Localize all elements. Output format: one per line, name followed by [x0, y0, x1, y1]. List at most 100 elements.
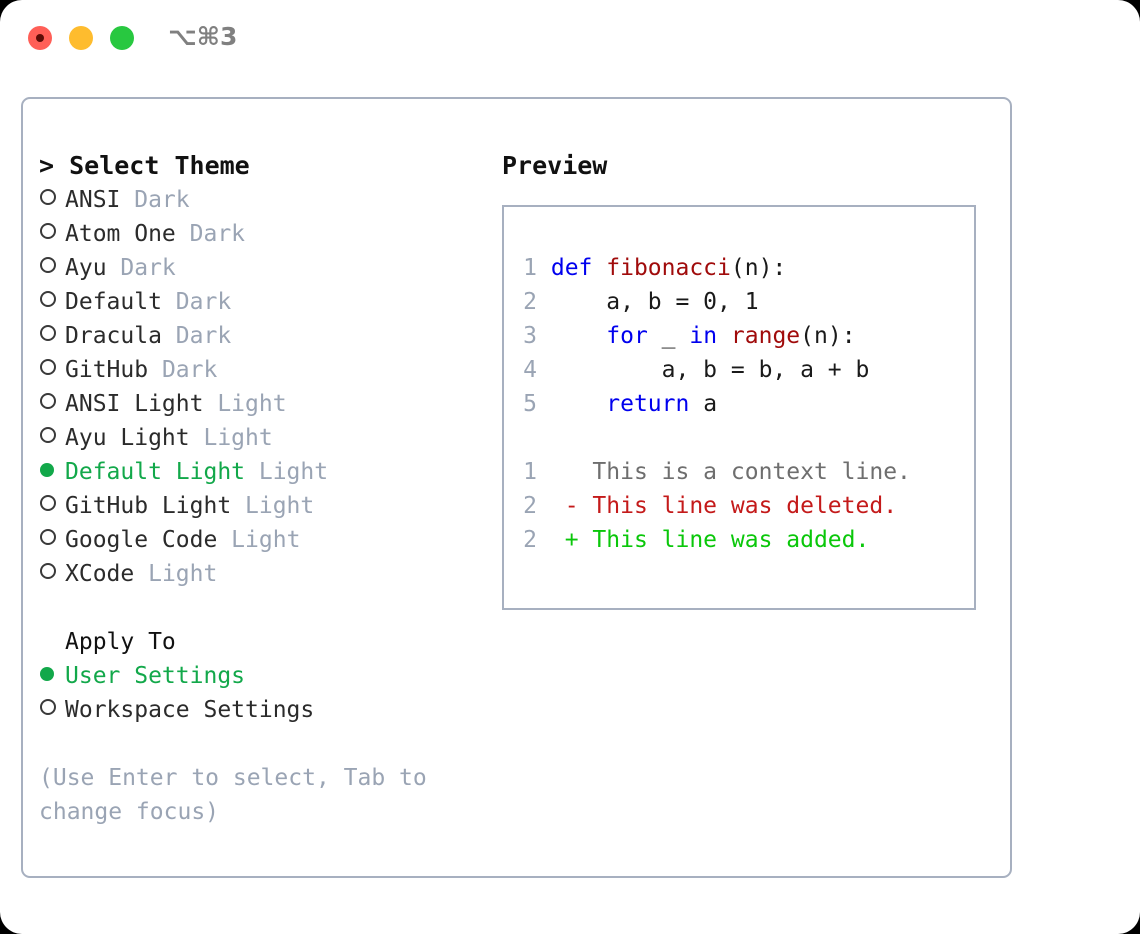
theme-option-label: XCode [65, 561, 135, 587]
theme-option-label: GitHub Light [65, 493, 232, 519]
radio-unselected-icon [39, 557, 65, 591]
maximize-window-button[interactable] [110, 26, 134, 50]
apply-to-option-user-settings[interactable]: User Settings [39, 659, 489, 693]
radio-unselected-icon [39, 183, 65, 217]
diff-line-text: This is a context line. [564, 459, 911, 485]
code-line: 2 a, b = 0, 1 [517, 285, 968, 319]
code-token: fibonacci [606, 255, 731, 281]
code-line-number: 1 [523, 255, 537, 281]
theme-list-header: > Select Theme [39, 151, 250, 180]
code-token: range [730, 323, 801, 349]
radio-unselected-icon [39, 353, 65, 387]
code-token: a [689, 391, 718, 417]
radio-unselected-icon [39, 489, 65, 523]
code-line-number: 3 [523, 323, 537, 349]
theme-option-mode-badge: Dark [161, 323, 232, 349]
theme-option-github-light[interactable]: GitHub Light Light [39, 489, 489, 523]
apply-to-option-label: Workspace Settings [65, 697, 315, 723]
code-token: return [606, 391, 690, 417]
preview-column: Preview 1 def fibonacci(n):2 a, b = 0, 1… [502, 149, 992, 610]
theme-option-dracula[interactable]: Dracula Dark [39, 319, 489, 353]
apply-to-option-workspace-settings[interactable]: Workspace Settings [39, 693, 489, 727]
theme-option-mode-badge: Light [231, 493, 315, 519]
title-bar: ⌥⌘3 [0, 0, 1140, 78]
code-token [551, 391, 606, 417]
diff-line-add: 2 + This line was added. [517, 523, 968, 557]
traffic-lights [28, 26, 134, 50]
diff-line-number: 2 [523, 527, 537, 553]
theme-option-label: ANSI [65, 187, 121, 213]
code-line: 4 a, b = b, a + b [517, 353, 968, 387]
theme-option-label: Dracula [65, 323, 162, 349]
theme-option-mode-badge: Light [134, 561, 218, 587]
theme-option-google-code[interactable]: Google Code Light [39, 523, 489, 557]
code-token: def [550, 255, 607, 281]
apply-to-option-label: User Settings [65, 663, 246, 689]
radio-unselected-icon [39, 319, 65, 353]
code-token: (n): [800, 323, 856, 349]
preview-header: Preview [502, 151, 608, 180]
theme-option-mode-badge: Dark [120, 187, 190, 213]
theme-option-mode-badge: Dark [175, 221, 246, 247]
theme-option-ayu-light[interactable]: Ayu Light Light [39, 421, 489, 455]
theme-option-label: Google Code [65, 527, 218, 553]
keyboard-hint-line-2: change focus) [39, 799, 220, 825]
radio-selected-icon [39, 455, 65, 489]
theme-option-ayu[interactable]: Ayu Dark [39, 251, 489, 285]
theme-option-ansi[interactable]: ANSI Dark [39, 183, 489, 217]
code-line-number: 4 [523, 357, 537, 383]
theme-option-github[interactable]: GitHub Dark [39, 353, 489, 387]
theme-option-mode-badge: Dark [106, 255, 176, 281]
diff-line-del: 2 - This line was deleted. [517, 489, 968, 523]
radio-unselected-icon [39, 251, 65, 285]
theme-option-label: Default Light [65, 459, 246, 485]
code-token: in [689, 323, 718, 349]
code-line: 5 return a [517, 387, 968, 421]
code-diff-separator [517, 421, 968, 455]
code-line-number: 2 [523, 289, 537, 315]
theme-option-default[interactable]: Default Dark [39, 285, 489, 319]
code-token [551, 323, 606, 349]
radio-selected-icon [39, 659, 65, 693]
code-token: a, b = b, a + b [550, 357, 870, 383]
theme-option-atom-one[interactable]: Atom One Dark [39, 217, 489, 251]
theme-option-default-light[interactable]: Default Light Light [39, 455, 489, 489]
theme-option-label: Atom One [65, 221, 176, 247]
close-window-button[interactable] [28, 26, 52, 50]
theme-option-mode-badge: Dark [161, 289, 232, 315]
keyboard-hint: (Use Enter to select, Tab to change focu… [39, 761, 449, 829]
keyboard-shortcut-label: ⌥⌘3 [168, 22, 238, 51]
code-line-number: 5 [523, 391, 537, 417]
radio-unselected-icon [39, 693, 65, 727]
section-spacer [39, 591, 489, 625]
theme-option-mode-badge: Light [217, 527, 301, 553]
theme-option-label: Ayu [65, 255, 107, 281]
radio-unselected-icon [39, 523, 65, 557]
code-token: a, b = 0, 1 [550, 289, 759, 315]
theme-option-ansi-light[interactable]: ANSI Light Light [39, 387, 489, 421]
theme-option-mode-badge: Light [189, 425, 273, 451]
diff-line-text: + This line was added. [564, 527, 870, 553]
code-token: _ [647, 323, 690, 349]
apply-to-title: Apply To [65, 629, 176, 655]
radio-unselected-icon [39, 285, 65, 319]
theme-option-label: GitHub [65, 357, 149, 383]
minimize-window-button[interactable] [69, 26, 93, 50]
theme-option-mode-badge: Light [245, 459, 329, 485]
theme-option-label: ANSI Light [65, 391, 204, 417]
code-line: 1 def fibonacci(n): [517, 251, 968, 285]
theme-option-mode-badge: Dark [148, 357, 218, 383]
code-line: 3 for _ in range(n): [517, 319, 968, 353]
theme-option-xcode[interactable]: XCode Light [39, 557, 489, 591]
radio-unselected-icon [39, 217, 65, 251]
radio-unselected-icon [39, 421, 65, 455]
diff-line-number: 2 [523, 493, 537, 519]
diff-line-text: - This line was deleted. [564, 493, 898, 519]
